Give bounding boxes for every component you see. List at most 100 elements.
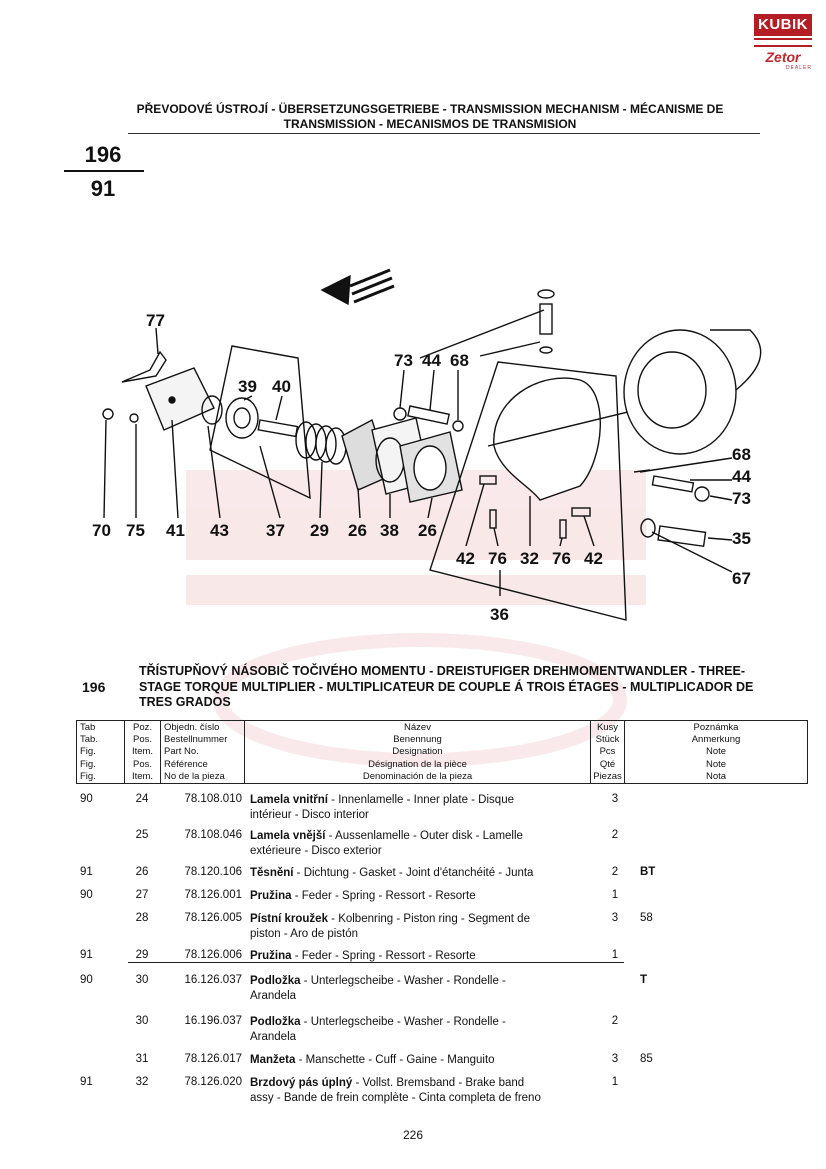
callout-label: 39: [238, 377, 257, 396]
row-name-cz: Pístní kroužek: [250, 913, 328, 925]
row-pos: 29: [135, 949, 149, 961]
section-title-line2: STAGE TORQUE MULTIPLIER - MULTIPLICATEUR…: [139, 679, 754, 694]
row-qty: 2: [611, 866, 619, 878]
row-pos: 32: [135, 1076, 149, 1088]
callout-label: 42: [456, 549, 475, 568]
row-pos: 30: [135, 1015, 149, 1027]
row-part-no: 78.120.106: [184, 866, 242, 878]
callout-label: 70: [92, 521, 111, 540]
callout-label: 73: [394, 351, 413, 370]
header-note: Poznámka Anmerkung Note Note Nota: [625, 721, 807, 783]
row-name-cz: Manžeta: [250, 1054, 296, 1066]
row-pos: 30: [135, 974, 149, 986]
row-description: Lamela vnější - Aussenlamelle - Outer di…: [250, 829, 595, 858]
header-qty: Kusy Stück Pcs Qté Piezas: [591, 721, 625, 783]
part-44a: [407, 405, 450, 425]
header-tab: Tab Tab. Fig. Fig. Fig.: [77, 721, 125, 783]
callout-label: 73: [732, 489, 751, 508]
row-qty: 3: [611, 1053, 619, 1065]
callout-label: 76: [488, 549, 507, 568]
header-cell: Tab: [80, 722, 96, 733]
row-qty: 1: [611, 949, 619, 961]
header-pos: Poz. Pos. Item. Pos. Item.: [125, 721, 161, 783]
row-part-no: 78.126.005: [184, 912, 242, 924]
row-name-cz: Těsnění: [250, 867, 294, 879]
header-cell: Fig.: [80, 746, 96, 758]
row-name-line2: extérieure - Disco exterior: [250, 844, 382, 857]
tab-number: 196: [84, 142, 122, 167]
row-pos: 31: [135, 1053, 149, 1065]
part-39: [225, 397, 259, 439]
header-cell: Pcs: [599, 746, 616, 758]
row-description: Brzdový pás úplný - Vollst. Bremsband - …: [250, 1076, 595, 1105]
row-tab: 91: [80, 1076, 93, 1088]
row-note: 85: [640, 1053, 653, 1065]
part-top-washer: [537, 289, 555, 299]
row-description: Podložka - Unterlegscheibe - Washer - Ro…: [250, 1015, 595, 1044]
row-name-line2: Arandela: [250, 1030, 297, 1043]
part-76a: [489, 509, 497, 529]
callout-label: 37: [266, 521, 285, 540]
callout-label: 26: [418, 521, 437, 540]
row-name-rest: - Manschette - Cuff - Gaine - Manguito: [295, 1054, 495, 1066]
part-32: [493, 377, 601, 501]
header-cell: Objedn. číslo: [164, 722, 220, 733]
header-cell: Fig.: [80, 770, 96, 782]
part-73a: [393, 407, 407, 421]
row-pos: 26: [135, 866, 149, 878]
header-cell: Designation: [392, 746, 443, 758]
row-qty: 2: [611, 829, 619, 841]
callout-label: 42: [584, 549, 603, 568]
row-name-rest: - Vollst. Bremsband - Brake band: [352, 1077, 525, 1089]
fig-number: 91: [90, 176, 116, 201]
row-name-rest: - Aussenlamelle - Outer disk - Lamelle: [325, 830, 523, 842]
part-77: [121, 350, 167, 383]
header-cell: Kusy: [596, 722, 619, 733]
header-cell: Qté: [599, 758, 616, 770]
row-description: Podložka - Unterlegscheibe - Washer - Ro…: [250, 974, 595, 1003]
section-number: 196: [82, 679, 106, 695]
row-description: Manžeta - Manschette - Cuff - Gaine - Ma…: [250, 1053, 595, 1068]
callout-label: 44: [732, 467, 751, 486]
row-name-line2: assy - Bande de frein complète - Cinta c…: [250, 1091, 541, 1104]
row-name-cz: Lamela vnější: [250, 830, 326, 842]
row-qty: 1: [611, 1076, 619, 1088]
row-pos: 28: [135, 912, 149, 924]
row-qty: 3: [611, 912, 619, 924]
row-qty: 2: [611, 1015, 619, 1027]
logo-brand: KUBIK: [754, 14, 812, 36]
part-67: [640, 518, 656, 538]
row-qty: 3: [611, 793, 619, 805]
header-cell: Poznámka: [693, 722, 739, 733]
part-76b: [559, 519, 567, 539]
callout-label: 44: [422, 351, 441, 370]
header-cell: Nota: [705, 770, 727, 782]
drum: [623, 329, 762, 455]
header-cell: Pos.: [132, 758, 152, 770]
direction-arrow: [320, 268, 395, 306]
row-tab: 90: [80, 793, 93, 805]
callout-label: 32: [520, 549, 539, 568]
logo-stripes: [754, 38, 812, 47]
row-name-cz: Podložka: [250, 975, 301, 987]
header-cell: No de la pieza: [164, 770, 225, 782]
row-tab: 91: [80, 949, 93, 961]
row-description: Lamela vnitřní - Innenlamelle - Inner pl…: [250, 793, 595, 822]
callout-label: 75: [126, 521, 145, 540]
logo-tag: DEALER: [785, 65, 812, 71]
exploded-parts-diagram: 77 39 40 73 44 68 70 75 41 43 37 29 26 3…: [92, 268, 762, 624]
part-40: [257, 419, 299, 438]
part-70: [102, 408, 114, 420]
header-part-no: Objedn. číslo Bestellnummer Part No. Réf…: [161, 721, 245, 783]
callout-label: 77: [146, 311, 165, 330]
header-cell: Poz.: [132, 722, 152, 733]
header-name: Název Benennung Designation Désignation …: [245, 721, 591, 783]
callout-label: 35: [732, 529, 751, 548]
header-cell: Denominación de la pieza: [362, 770, 473, 782]
section-title-line1: TŘÍSTUPŇOVÝ NÁSOBIČ TOČIVÉHO MOMENTU - D…: [139, 664, 746, 678]
row-name-rest: - Feder - Spring - Ressort - Resorte: [291, 890, 476, 902]
row-name-cz: Pružina: [250, 890, 292, 902]
part-68a: [452, 420, 464, 432]
header-cell: Tab.: [80, 734, 98, 746]
row-part-no: 78.108.046: [184, 829, 242, 841]
